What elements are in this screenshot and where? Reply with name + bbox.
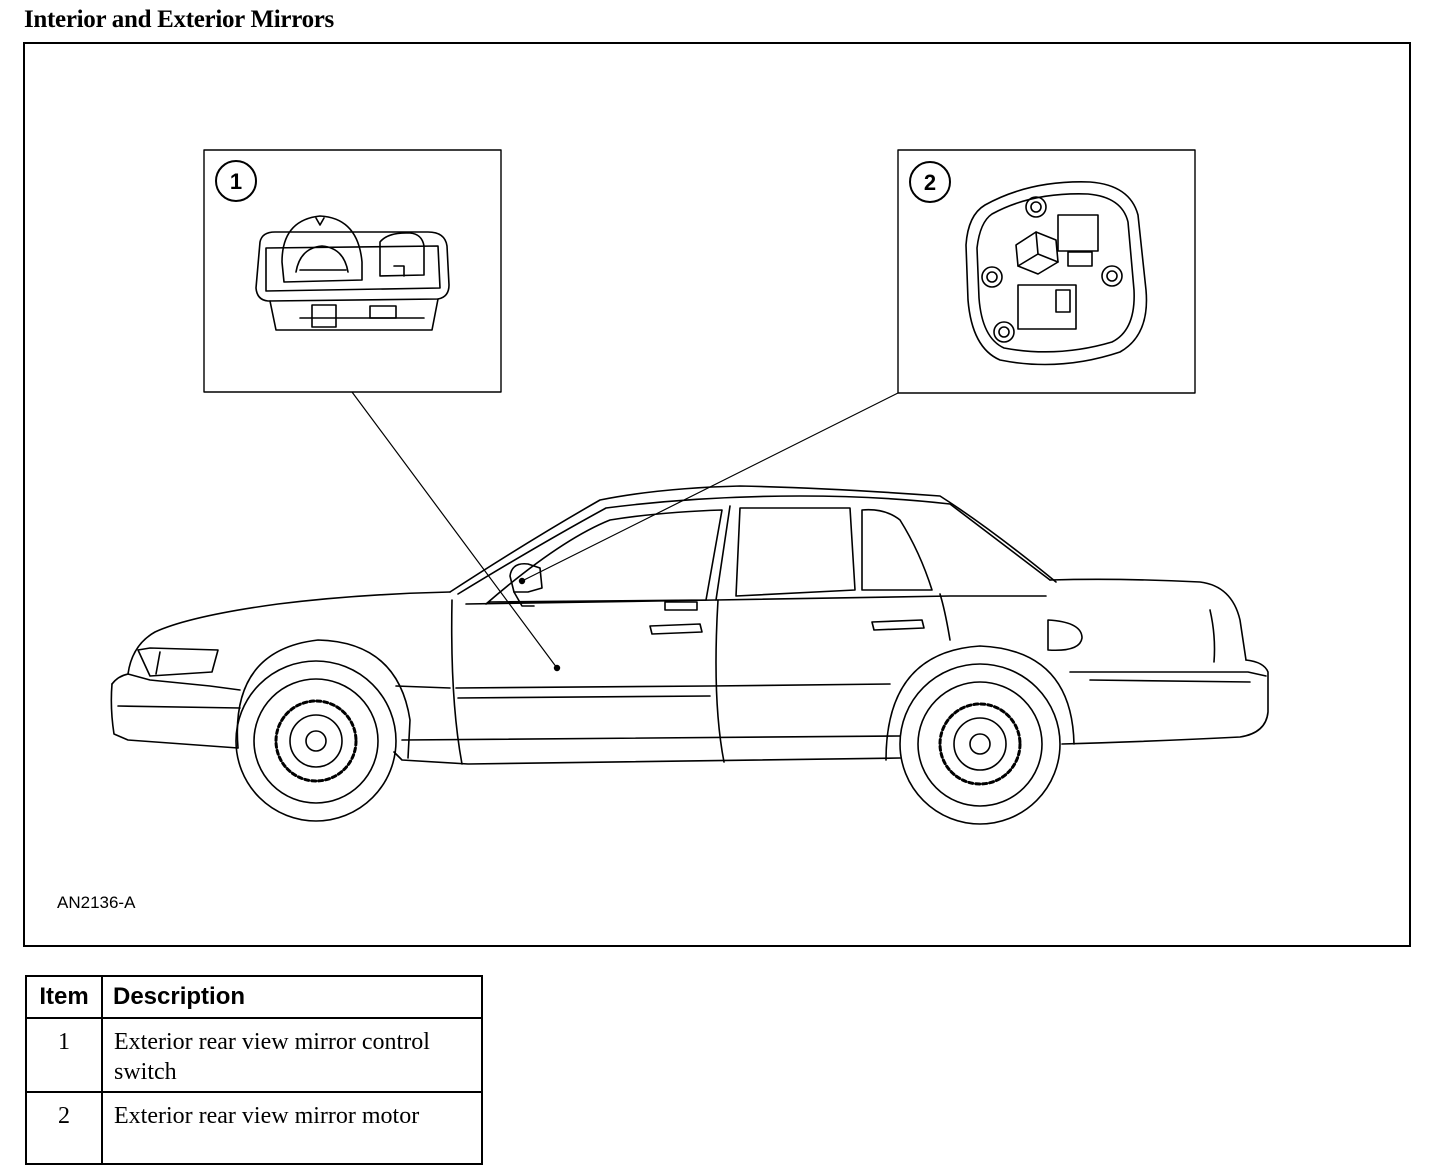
inset-1: 1: [203, 149, 502, 393]
column-header-item: Item: [25, 975, 103, 1019]
callout-1: 1: [215, 160, 257, 202]
callout-2: 2: [909, 161, 951, 203]
sedan-side-view-icon: [110, 485, 1269, 825]
table-row: 1 Exterior rear view mirror control swit…: [25, 1017, 483, 1093]
table-row: 2 Exterior rear view mirror motor: [25, 1091, 483, 1165]
mirror-motor-icon: [965, 181, 1148, 366]
table-cell-item: 2: [25, 1091, 103, 1165]
figure-illustration: 1 2: [110, 149, 1269, 825]
leader-line-1: [351, 391, 558, 669]
items-table: Item Description 1 Exterior rear view mi…: [25, 975, 483, 1165]
table-cell-description: Exterior rear view mirror motor: [101, 1091, 483, 1165]
callout-2-number: 2: [924, 170, 936, 195]
table-cell-item: 1: [25, 1017, 103, 1093]
figure-frame: [23, 42, 1411, 947]
table-cell-description: Exterior rear view mirror control switch: [101, 1017, 483, 1093]
figure-code: AN2136-A: [57, 893, 136, 912]
inset-2: 2: [897, 149, 1196, 394]
mirror-control-switch-icon: [255, 215, 450, 331]
table-header-row: Item Description: [25, 975, 483, 1019]
callout-1-number: 1: [230, 169, 242, 194]
page-title: Interior and Exterior Mirrors: [24, 6, 334, 33]
column-header-description: Description: [101, 975, 483, 1019]
